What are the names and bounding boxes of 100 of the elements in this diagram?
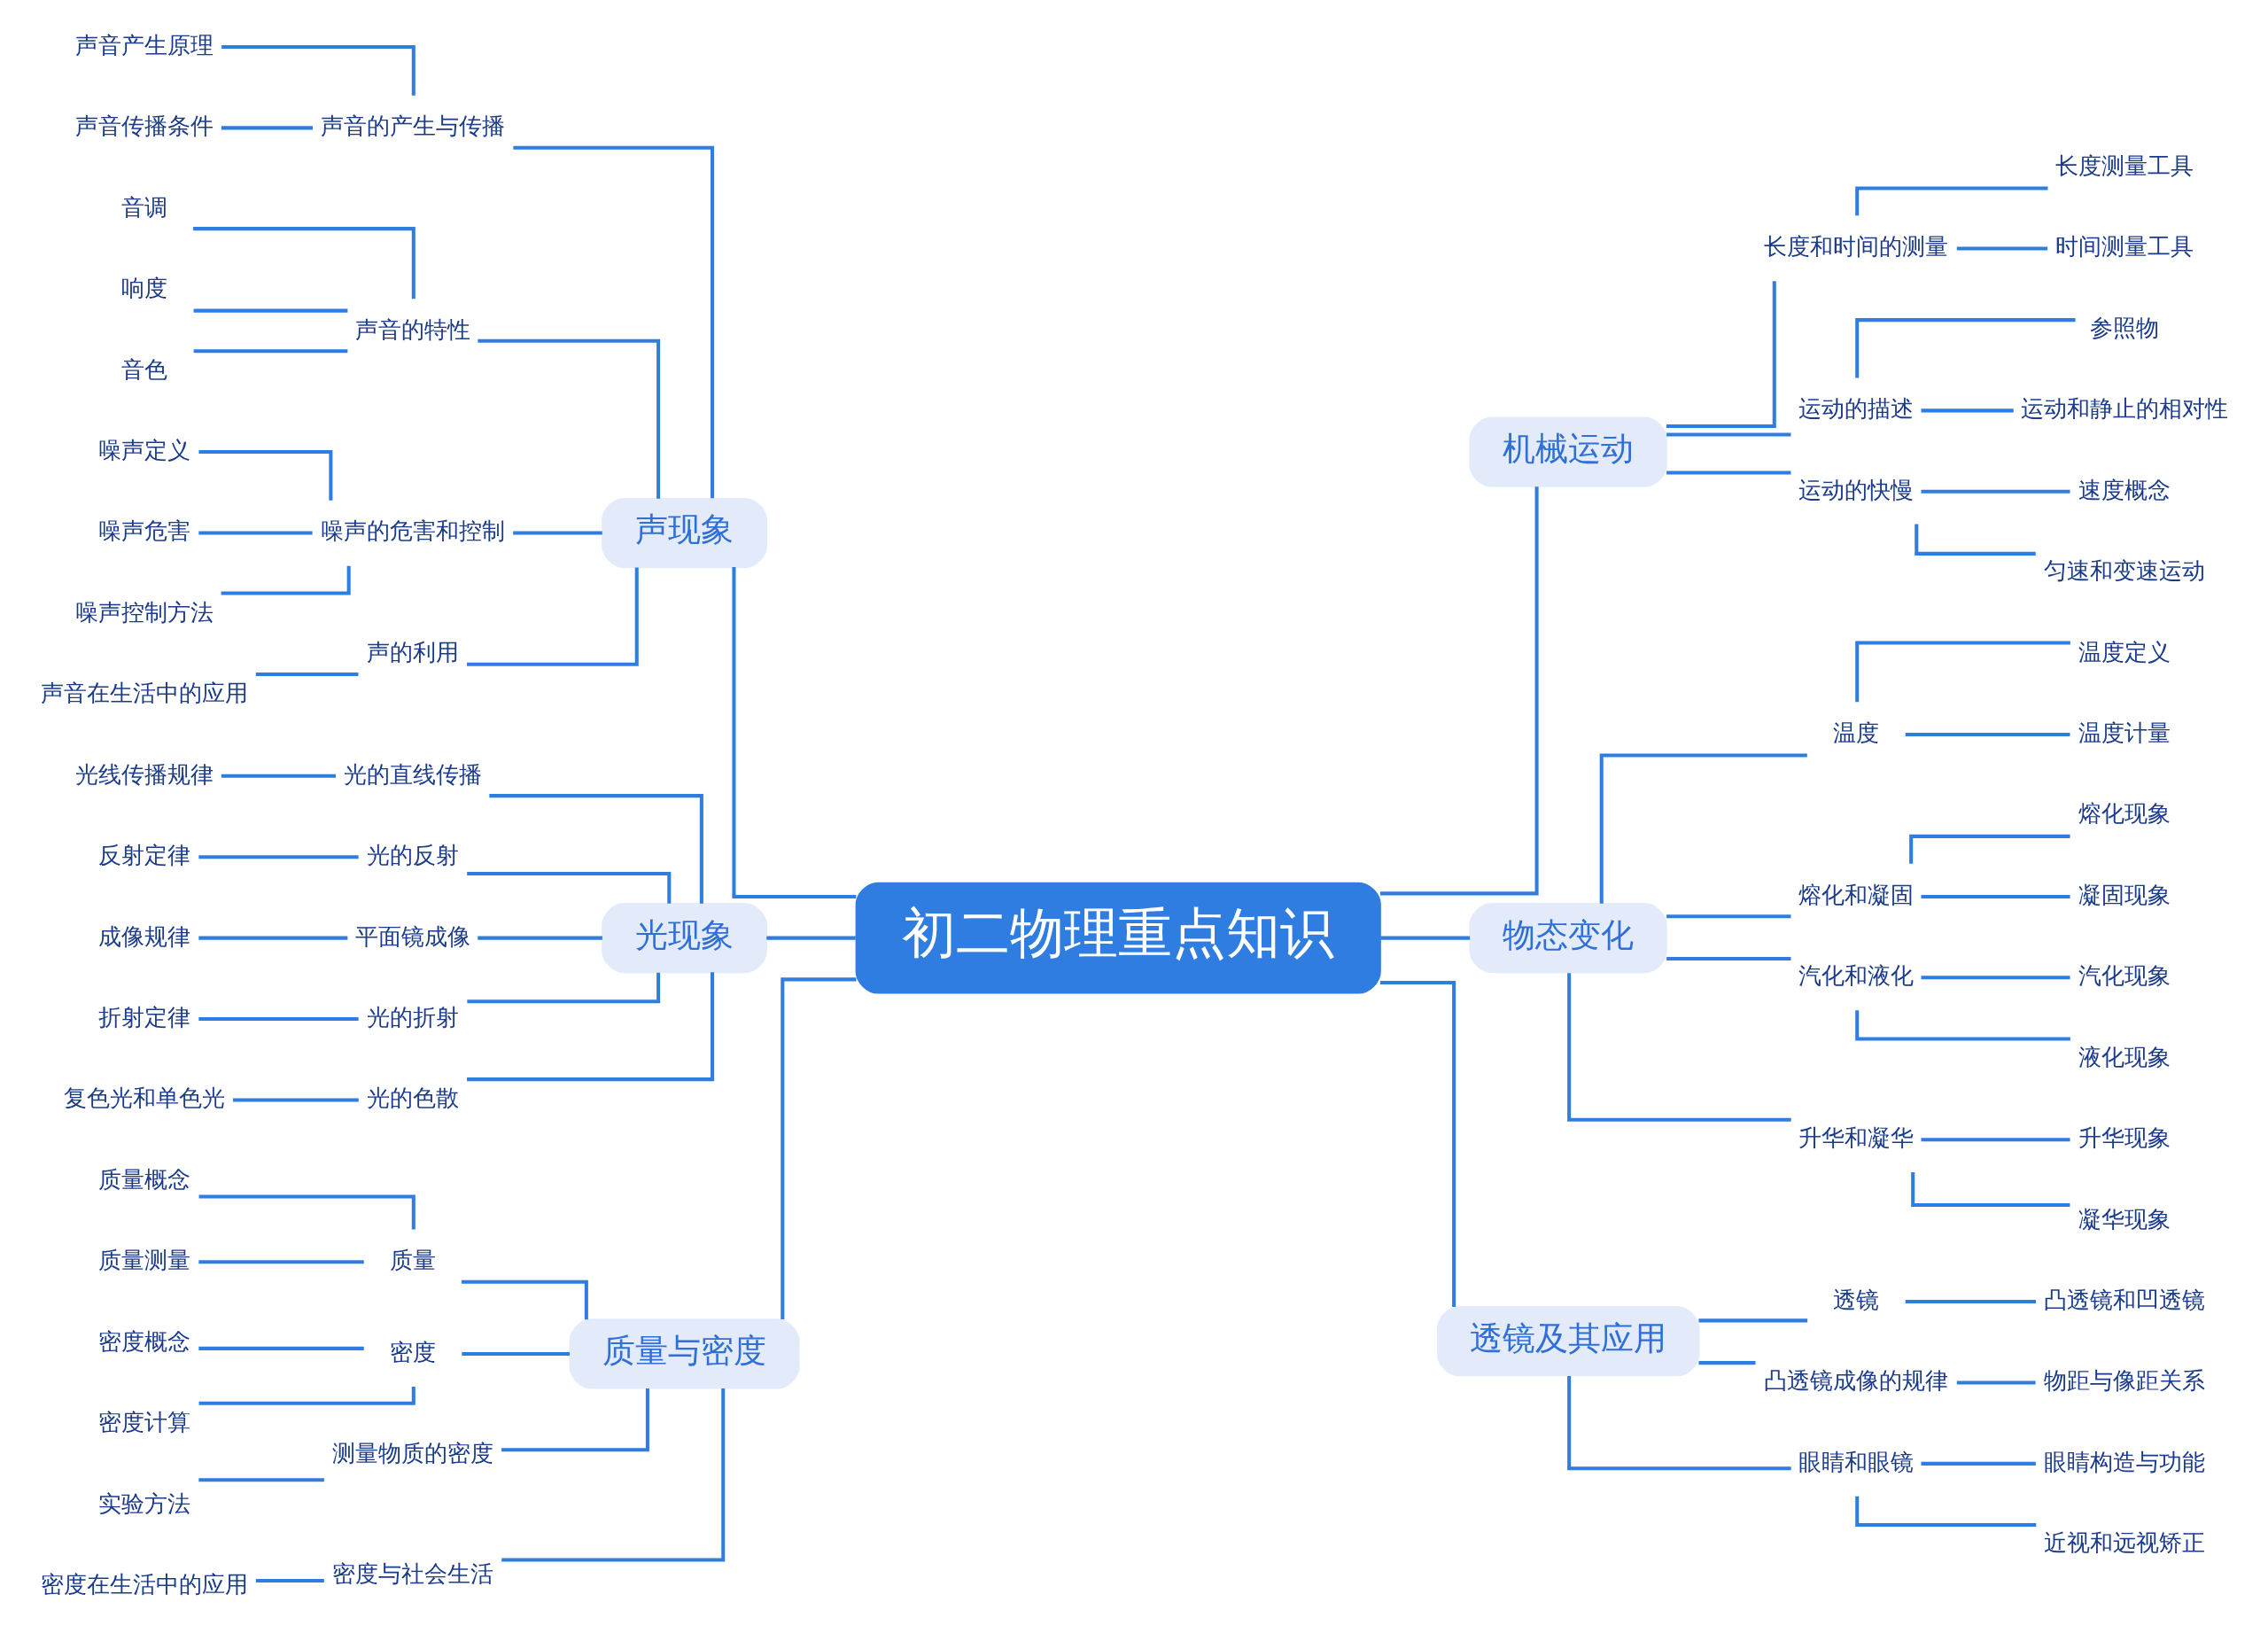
node-text: 凸透镜成像的规律	[1763, 1366, 1948, 1395]
connector	[477, 936, 602, 940]
connector	[193, 349, 347, 354]
node-text: 密度概念	[97, 1326, 190, 1355]
connector	[1921, 489, 2070, 494]
connector	[1666, 281, 1776, 428]
connector	[221, 565, 351, 595]
node-text: 噪声控制方法	[74, 597, 214, 626]
node-text: 质量	[389, 1246, 436, 1274]
connector	[1666, 432, 1790, 437]
connector	[466, 872, 671, 904]
node-text: 液化现象	[2078, 1042, 2171, 1070]
node-text: 测量物质的密度	[331, 1438, 493, 1466]
connector	[198, 1478, 324, 1482]
node-text: 物距与像距关系	[2043, 1366, 2205, 1395]
node-text: 密度与社会生活	[331, 1559, 493, 1587]
node-text: 光线传播规律	[74, 759, 214, 788]
node-text: 温度	[1832, 718, 1879, 746]
connector	[1905, 733, 2070, 737]
node-box: 质量与密度	[569, 1318, 800, 1389]
node-text: 眼睛和眼镜	[1798, 1447, 1914, 1475]
node-text: 质量概念	[97, 1164, 190, 1193]
connector	[198, 1017, 359, 1022]
connector	[461, 1351, 570, 1356]
node-text: 汽化和液化	[1798, 961, 1914, 990]
node-text: 凝华现象	[2078, 1204, 2171, 1233]
connector	[221, 126, 313, 130]
connector	[1854, 318, 2076, 378]
connector	[1379, 980, 1456, 1307]
connector	[1908, 834, 2070, 864]
connector	[1666, 956, 1790, 961]
node-text: 响度	[120, 274, 167, 302]
node-box: 机械运动	[1468, 416, 1667, 487]
node-text: 声音的产生与传播	[320, 112, 505, 140]
node-text: 光的直线传播	[343, 759, 482, 788]
connector	[255, 1578, 324, 1582]
connector	[1905, 1300, 2036, 1304]
node-text: 时间测量工具	[2054, 232, 2194, 261]
node-text: 运动的快慢	[1798, 475, 1914, 503]
node-text: 速度概念	[2078, 475, 2171, 503]
connector	[198, 936, 347, 940]
node-text: 声音在生活中的应用	[40, 679, 248, 707]
node-text: 音色	[120, 354, 167, 383]
node-text: 运动和静止的相对性	[2020, 394, 2228, 423]
node-text: 音调	[120, 192, 167, 221]
node-text: 熔化和凝固	[1798, 880, 1914, 908]
connector	[1566, 973, 1791, 1122]
connector	[1921, 408, 2014, 413]
node-box: 透镜及其应用	[1436, 1306, 1699, 1377]
node-box: 光现象	[601, 903, 767, 974]
connector	[765, 936, 856, 940]
node-text: 声的利用	[366, 637, 459, 665]
connector	[477, 338, 660, 499]
connector	[1854, 641, 2070, 703]
node-text: 参照物	[2089, 313, 2159, 341]
node-text: 光的折射	[366, 1002, 459, 1030]
connector	[512, 531, 602, 535]
connector	[193, 308, 347, 313]
connector	[1956, 1380, 2036, 1385]
connector	[198, 855, 359, 859]
node-text: 复色光和单色光	[63, 1084, 225, 1112]
connector	[1379, 486, 1539, 896]
node-text: 透镜	[1832, 1285, 1879, 1313]
node-text: 噪声的危害和控制	[320, 517, 505, 545]
node-text: 长度和时间的测量	[1763, 232, 1948, 261]
node-text: 长度测量工具	[2054, 151, 2194, 179]
connector	[198, 1346, 364, 1350]
connector	[466, 972, 714, 1082]
connector	[198, 1260, 364, 1264]
node-box: 初二物理重点知识	[855, 882, 1381, 994]
node-text: 光的反射	[366, 841, 459, 869]
connector	[1914, 524, 2036, 556]
node-text: 运动的描述	[1798, 394, 1914, 423]
connector	[1666, 470, 1790, 475]
node-text: 噪声定义	[97, 435, 190, 463]
connector	[1697, 1361, 1755, 1365]
connector	[1599, 753, 1807, 904]
node-text: 升华现象	[2078, 1124, 2171, 1152]
connector	[1921, 1461, 2036, 1466]
connector	[221, 774, 336, 778]
node-text: 密度计算	[97, 1408, 190, 1436]
connector	[1956, 246, 2047, 251]
node-text: 眼睛构造与功能	[2043, 1447, 2205, 1475]
connector	[731, 567, 856, 898]
node-text: 熔化现象	[2078, 799, 2171, 828]
node-box: 声现象	[601, 497, 767, 569]
node-text: 凝固现象	[2078, 880, 2171, 908]
connector	[780, 977, 856, 1319]
node-text: 声音产生原理	[74, 30, 214, 58]
node-text: 反射定律	[97, 841, 190, 869]
node-text: 质量测量	[97, 1246, 190, 1274]
node-text: 噪声危害	[97, 517, 190, 545]
node-text: 密度	[389, 1337, 436, 1365]
connector	[1921, 1138, 2070, 1142]
node-text: 凸透镜和凹透镜	[2043, 1285, 2205, 1313]
node-text: 声音传播条件	[74, 112, 214, 140]
connector	[1921, 894, 2070, 898]
node-text: 平面镜成像	[354, 921, 470, 950]
node-text: 成像规律	[97, 921, 190, 950]
connector	[1379, 936, 1470, 940]
